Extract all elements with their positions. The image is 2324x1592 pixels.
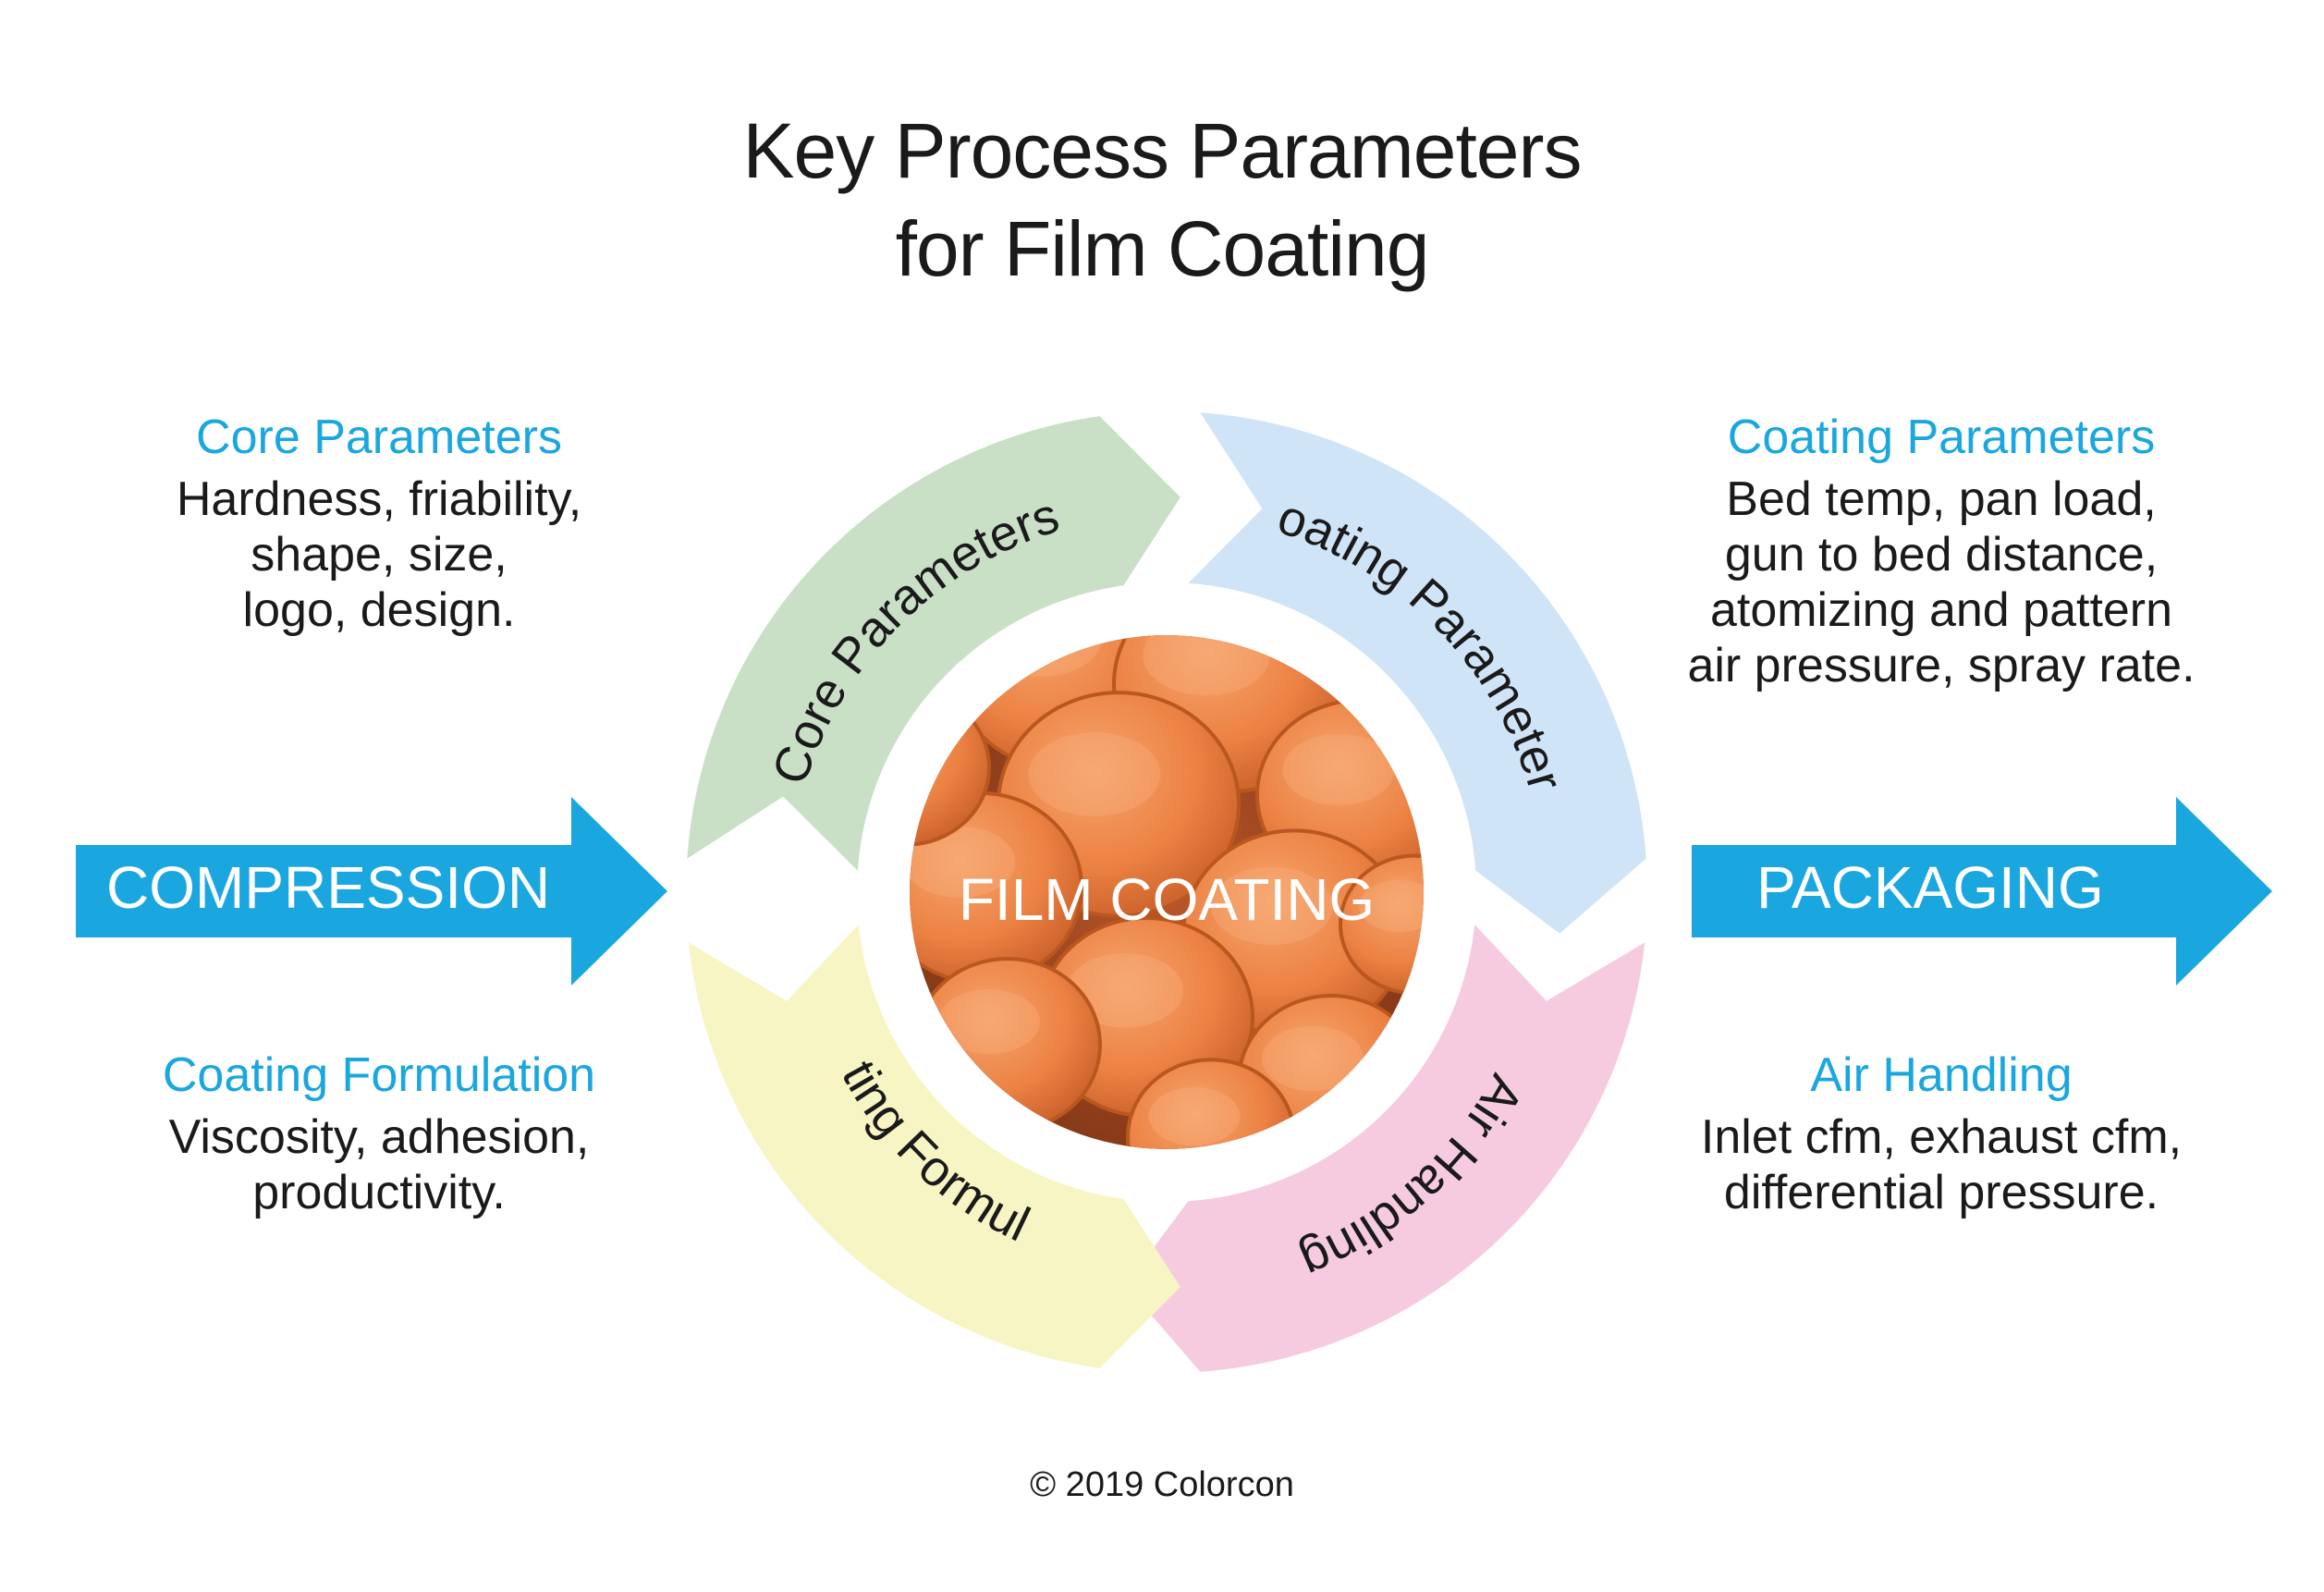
tablet-highlight <box>1143 635 1270 696</box>
compression-arrow <box>76 797 667 986</box>
coating-parameters-heading: Coating Parameters <box>1727 410 2156 464</box>
tablet-highlight <box>1359 880 1424 932</box>
ring-segment-core <box>687 416 1180 871</box>
tablet-highlight <box>1211 867 1333 945</box>
coating-parameters-text: Bed temp, pan load, gun to bed distance,… <box>1687 472 2196 692</box>
air-handling-block: Air Handling Inlet cfm, exhaust cfm, dif… <box>1645 1045 2237 1220</box>
compression-label: COMPRESSION <box>106 854 551 921</box>
coating-formulation-heading: Coating Formulation <box>162 1048 596 1102</box>
core-parameters-heading: Core Parameters <box>196 410 562 464</box>
title-line-2: for Film Coating <box>895 205 1430 292</box>
packaging-arrow <box>1692 797 2272 986</box>
tablet-highlight <box>910 827 1016 898</box>
air-handling-heading: Air Handling <box>1810 1048 2073 1102</box>
tablet-highlight <box>938 989 1040 1054</box>
packaging-label: PACKAGING <box>1756 854 2104 921</box>
copyright-footer: © 2019 Colorcon <box>1030 1465 1294 1504</box>
coating-parameters-block: Coating Parameters Bed temp, pan load, g… <box>1645 407 2237 693</box>
air-handling-text: Inlet cfm, exhaust cfm, differential pre… <box>1700 1110 2183 1219</box>
tablet-highlight <box>1262 1026 1364 1091</box>
ring-segment-formulation <box>688 925 1180 1368</box>
coating-formulation-block: Coating Formulation Viscosity, adhesion,… <box>92 1045 666 1220</box>
center-label: FILM COATING <box>959 866 1375 933</box>
title-line-1: Key Process Parameters <box>742 107 1582 194</box>
core-parameters-block: Core Parameters Hardness, friability, sh… <box>92 407 666 638</box>
core-parameters-text: Hardness, friability, shape, size, logo,… <box>176 472 582 637</box>
tablet-highlight <box>1148 1087 1241 1145</box>
tablet-highlight <box>1282 734 1395 805</box>
tablets-image <box>910 635 1424 1149</box>
page-title: Key Process Parameters for Film Coating <box>0 102 2324 298</box>
tablet-highlight <box>1066 953 1184 1028</box>
tablet-highlight <box>1028 732 1161 816</box>
ring-segment-coating <box>1188 412 1646 934</box>
ring-segment-air <box>1125 925 1645 1372</box>
coating-formulation-text: Viscosity, adhesion, productivity. <box>168 1110 590 1219</box>
